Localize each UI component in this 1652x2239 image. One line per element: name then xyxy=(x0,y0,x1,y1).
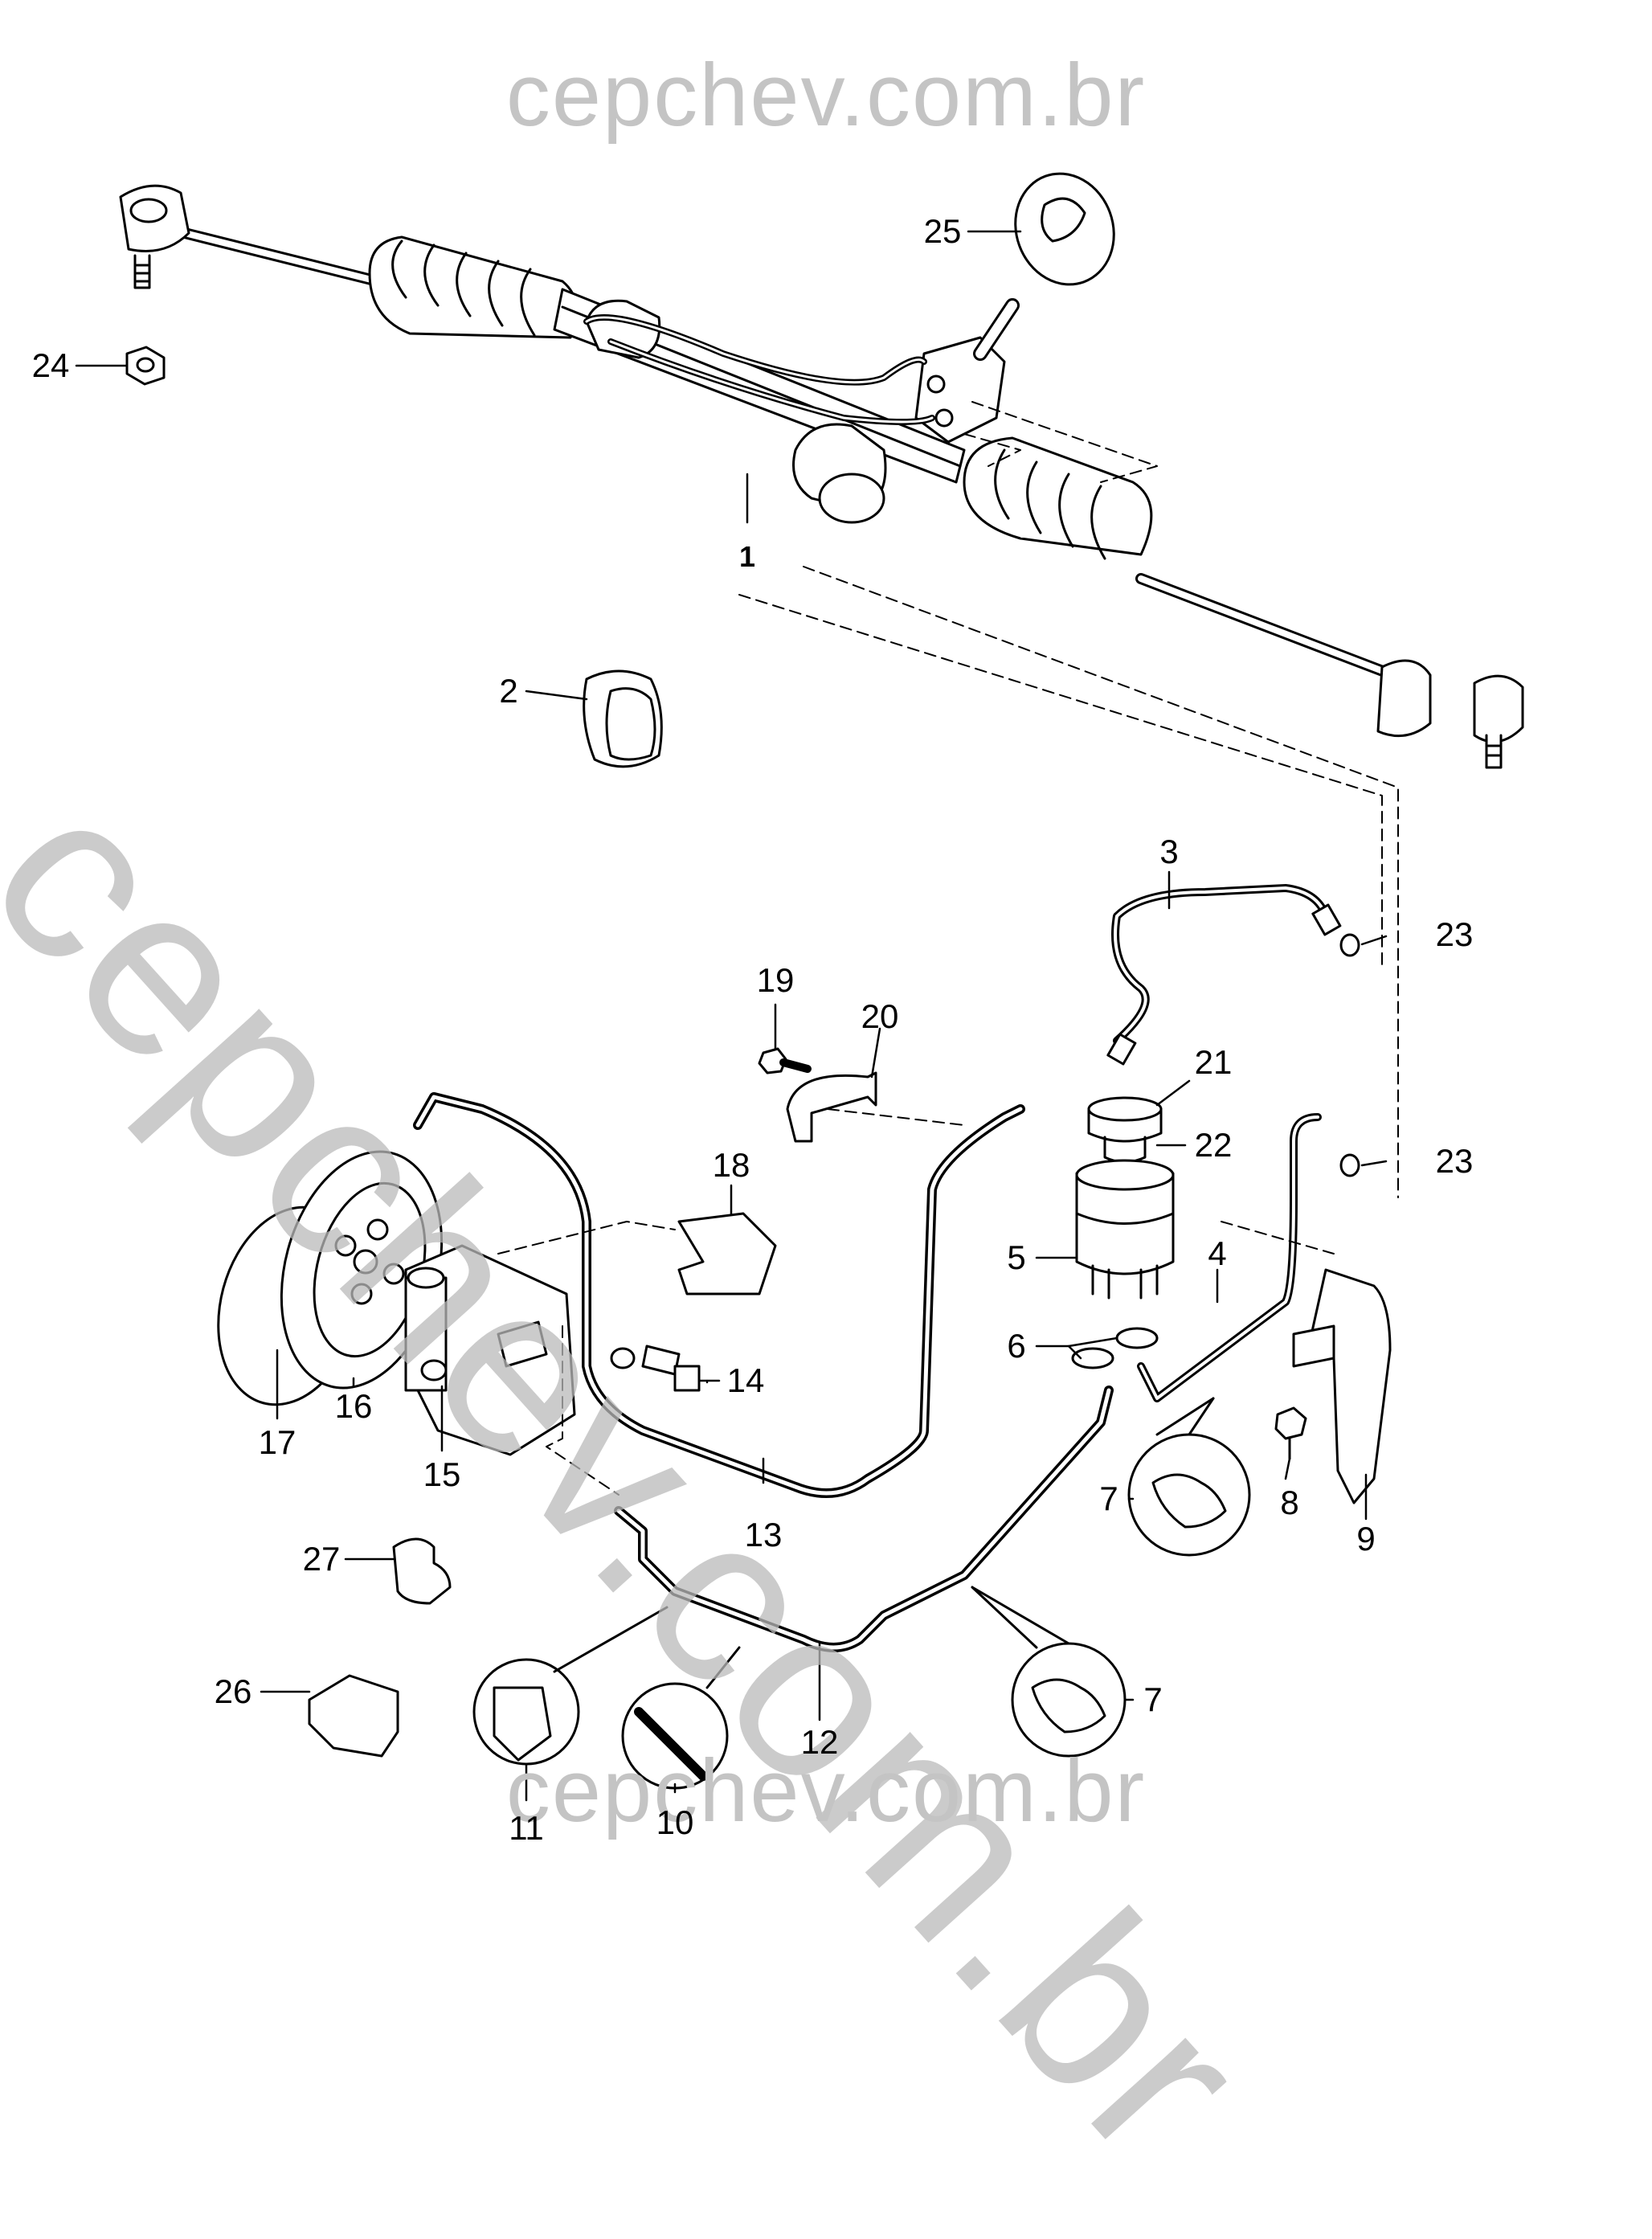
watermark-bottom: cepchev.com.br xyxy=(505,1742,1147,1840)
callout-17: 17 xyxy=(258,1423,296,1461)
nut xyxy=(125,346,166,386)
mounting-bracket xyxy=(1292,1268,1392,1504)
bolt xyxy=(1274,1406,1307,1460)
bushing xyxy=(583,669,663,768)
callout-7: 7 xyxy=(1099,1480,1118,1517)
callout-22: 22 xyxy=(1194,1126,1233,1164)
callout-9: 9 xyxy=(1356,1520,1376,1557)
callout-6: 6 xyxy=(1007,1327,1026,1365)
callout-4: 4 xyxy=(1208,1234,1227,1272)
steering-rack xyxy=(119,184,1524,1198)
callout-2: 2 xyxy=(499,672,518,710)
hose-clamp xyxy=(1071,1347,1114,1369)
pump-bracket xyxy=(677,1212,777,1296)
washer xyxy=(1339,1153,1360,1177)
pump-bolt xyxy=(610,1345,701,1392)
callout-16: 16 xyxy=(334,1387,373,1425)
callout-11: 11 xyxy=(509,1809,544,1847)
return-line xyxy=(1137,1113,1322,1402)
callout-21: 21 xyxy=(1194,1043,1233,1081)
fluid-reservoir xyxy=(1075,1096,1175,1300)
callout-24: 24 xyxy=(31,346,70,384)
callout-10: 10 xyxy=(656,1803,694,1841)
hose-clamp xyxy=(1115,1327,1159,1349)
line-clamp xyxy=(786,1071,877,1143)
callout-7: 7 xyxy=(1143,1680,1163,1718)
power-steering-pump xyxy=(404,1244,576,1456)
suction-line xyxy=(614,1386,1114,1652)
dust-cover xyxy=(1014,172,1115,286)
callout-3: 3 xyxy=(1159,833,1179,870)
callout-14: 14 xyxy=(726,1361,765,1399)
callout-1: 1 xyxy=(738,540,756,573)
callout-12: 12 xyxy=(800,1723,839,1761)
callout-8: 8 xyxy=(1280,1484,1299,1521)
pressure-line xyxy=(1106,884,1342,1066)
hose-clip xyxy=(308,1674,399,1758)
callout-15: 15 xyxy=(423,1455,461,1493)
clamp-bolt xyxy=(758,1047,812,1074)
callout-23: 23 xyxy=(1435,1142,1474,1180)
callout-20: 20 xyxy=(861,997,899,1035)
callout-27: 27 xyxy=(302,1540,341,1578)
high-pressure-line xyxy=(413,1092,1025,1498)
washer xyxy=(1339,933,1360,957)
callout-5: 5 xyxy=(1007,1238,1026,1276)
callout-18: 18 xyxy=(712,1146,750,1184)
callout-19: 19 xyxy=(756,961,795,999)
callout-26: 26 xyxy=(214,1672,252,1710)
watermark-top: cepchev.com.br xyxy=(505,46,1147,145)
callout-25: 25 xyxy=(923,212,962,250)
callout-13: 13 xyxy=(744,1516,783,1553)
detail-circle xyxy=(1127,1433,1251,1557)
callout-23: 23 xyxy=(1435,915,1474,953)
exploded-parts-diagram xyxy=(75,172,1524,1802)
hose-clip xyxy=(392,1537,452,1605)
